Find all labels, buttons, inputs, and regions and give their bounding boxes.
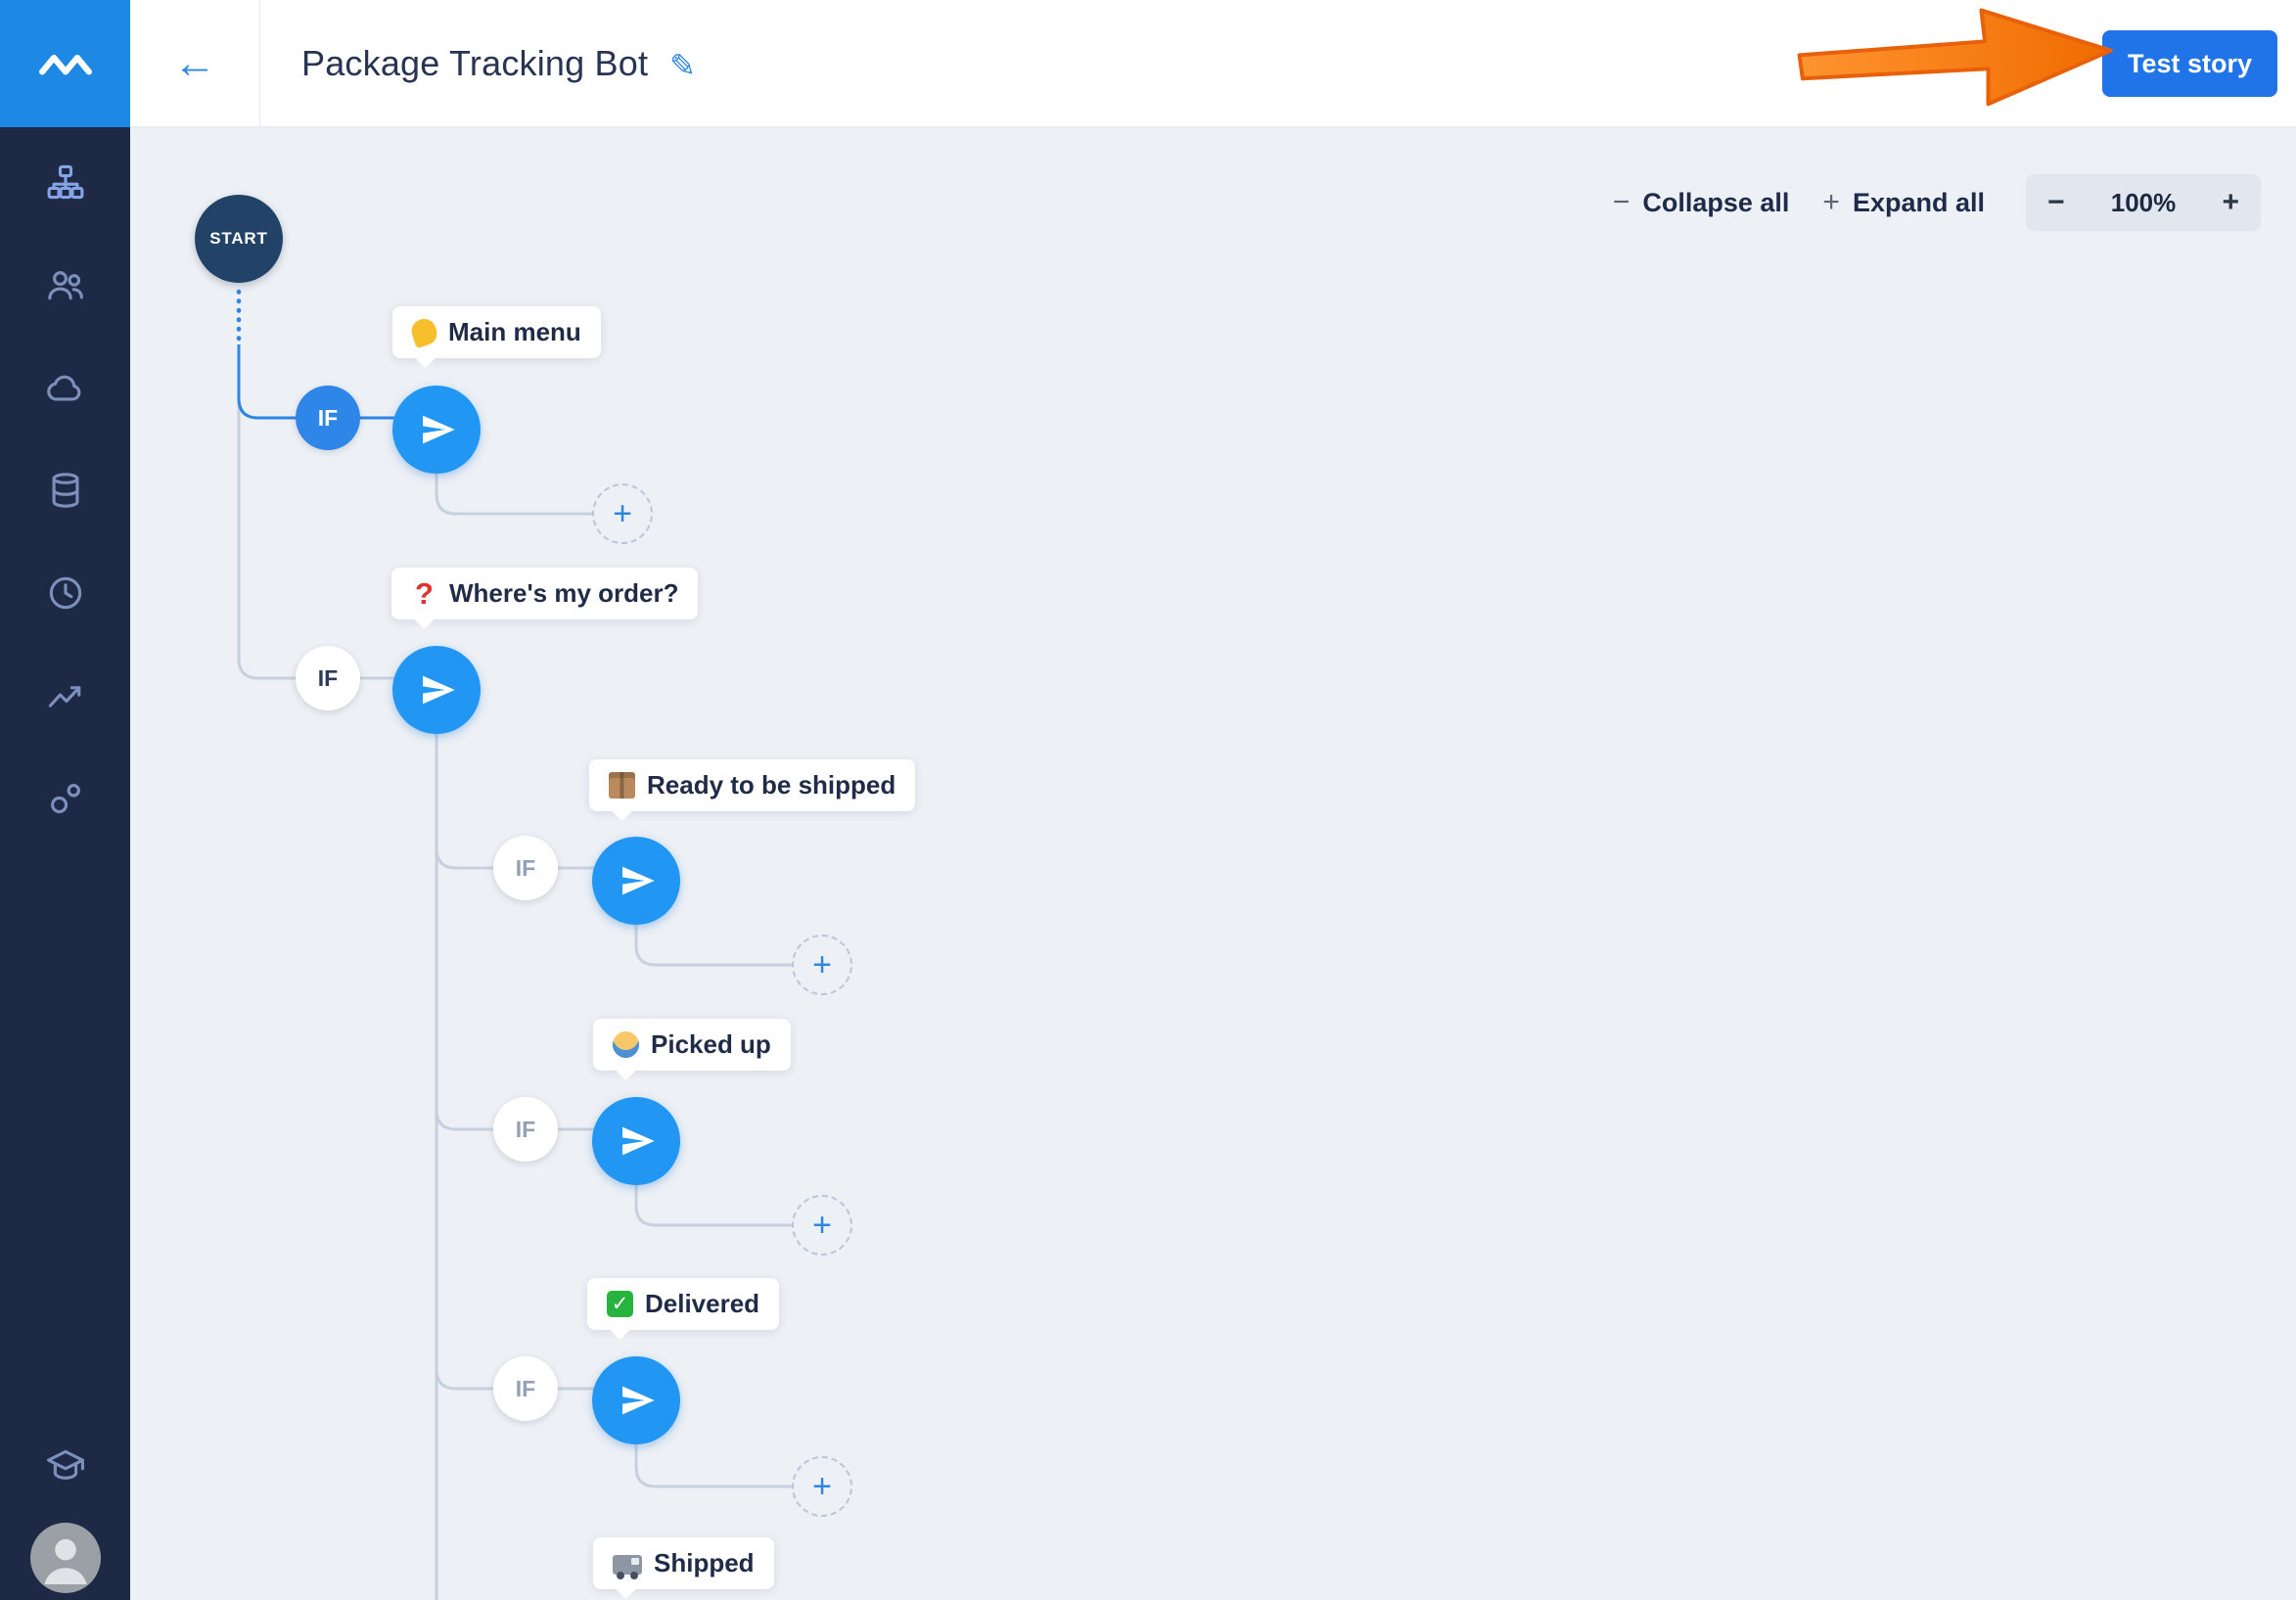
branch-label-text: Ready to be shipped [647, 770, 896, 800]
expand-all-label: Expand all [1852, 187, 1985, 217]
history-icon[interactable] [44, 571, 87, 615]
if-node-wheres-my-order[interactable]: IF [296, 646, 360, 710]
branch-label-text: Delivered [645, 1289, 760, 1318]
branch-label-text: Main menu [448, 317, 581, 346]
send-node-ready-to-be-shipped[interactable] [592, 837, 680, 925]
send-icon [622, 1386, 655, 1415]
analytics-icon[interactable] [44, 674, 87, 717]
orange-annotation-arrow [1797, 8, 2113, 107]
if-label: IF [515, 1116, 536, 1142]
back-button[interactable]: ← [130, 0, 260, 127]
sidebar-nav [44, 127, 87, 820]
title-area: Package Tracking Bot ✎ [260, 43, 696, 84]
add-step-button[interactable]: + [592, 483, 653, 544]
plus-icon: + [812, 945, 832, 983]
sidebar [0, 0, 130, 1600]
database-icon[interactable] [44, 469, 87, 512]
plus-icon: + [613, 494, 632, 532]
branch-label-delivered[interactable]: Delivered [587, 1278, 780, 1330]
person-icon [613, 1031, 639, 1058]
if-label: IF [317, 404, 339, 431]
wave-icon [408, 315, 440, 349]
send-icon [423, 415, 455, 444]
start-label: START [209, 229, 268, 248]
zoom-in-button[interactable]: + [2222, 186, 2239, 218]
add-step-button[interactable]: + [792, 935, 852, 995]
if-label: IF [515, 1375, 536, 1401]
back-arrow-icon: ← [173, 38, 216, 87]
topbar: ← Package Tracking Bot ✎ Test story [130, 0, 2296, 127]
branch-label-text: Where's my order? [449, 578, 679, 608]
ai-brain-icon[interactable] [44, 366, 87, 409]
send-node-main-menu[interactable] [392, 386, 481, 474]
app-logo[interactable] [0, 0, 130, 127]
plus-icon: + [812, 1206, 832, 1244]
sidebar-bottom [0, 1444, 130, 1600]
branch-label-main-menu[interactable]: Main menu [392, 306, 601, 358]
expand-all-button[interactable]: + Expand all [1822, 188, 1985, 218]
if-node-ready-to-be-shipped[interactable]: IF [493, 836, 558, 900]
send-node-wheres-my-order[interactable] [392, 646, 481, 734]
branch-label-picked-up[interactable]: Picked up [593, 1019, 791, 1071]
check-icon [607, 1291, 633, 1317]
if-node-delivered[interactable]: IF [493, 1356, 558, 1421]
minus-icon: − [1612, 186, 1630, 218]
integrations-icon[interactable] [44, 777, 87, 820]
send-icon [423, 675, 455, 705]
branch-label-text: Picked up [651, 1029, 771, 1059]
page-title: Package Tracking Bot [301, 42, 649, 83]
if-node-main-menu[interactable]: IF [296, 386, 360, 450]
branch-label-wheres-my-order[interactable]: Where's my order? [391, 568, 699, 619]
zoom-out-button[interactable]: − [2047, 186, 2065, 218]
plus-icon: + [812, 1467, 832, 1505]
canvas-controls: − Collapse all + Expand all − 100% + [1613, 174, 2261, 231]
academy-icon[interactable] [44, 1444, 87, 1487]
if-node-picked-up[interactable]: IF [493, 1097, 558, 1162]
users-icon[interactable] [44, 263, 87, 306]
send-node-picked-up[interactable] [592, 1097, 680, 1185]
branch-label-text: Shipped [654, 1548, 755, 1577]
edit-title-icon[interactable]: ✎ [669, 47, 697, 83]
zigzag-logo-icon [38, 54, 92, 75]
question-icon [411, 580, 437, 607]
truck-icon [613, 1554, 642, 1579]
if-label: IF [515, 854, 536, 881]
test-story-button[interactable]: Test story [2101, 30, 2277, 97]
plus-icon: + [1822, 186, 1840, 218]
zoom-level: 100% [2110, 187, 2177, 217]
collapse-all-label: Collapse all [1642, 187, 1790, 217]
flows-icon[interactable] [44, 160, 87, 204]
zoom-control: − 100% + [2026, 174, 2261, 231]
send-icon [622, 1126, 655, 1156]
user-avatar[interactable] [29, 1523, 101, 1593]
send-icon [622, 866, 655, 895]
collapse-all-button[interactable]: − Collapse all [1613, 188, 1790, 218]
if-label: IF [317, 664, 339, 691]
start-node[interactable]: START [195, 195, 283, 283]
package-icon [609, 772, 635, 799]
send-node-delivered[interactable] [592, 1356, 680, 1444]
branch-label-shipped[interactable]: Shipped [593, 1537, 774, 1589]
branch-label-ready-to-be-shipped[interactable]: Ready to be shipped [589, 759, 916, 811]
add-step-button[interactable]: + [792, 1456, 852, 1517]
add-step-button[interactable]: + [792, 1195, 852, 1256]
flow-canvas[interactable]: − Collapse all + Expand all − 100% + [130, 127, 2296, 1600]
